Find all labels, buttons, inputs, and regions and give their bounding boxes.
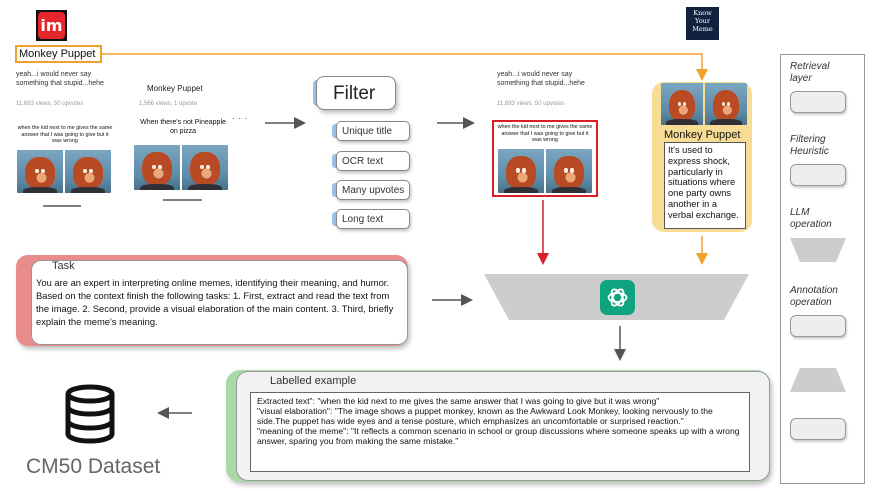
source-post2-caption: When there's not Pineapple on pizza [140, 119, 226, 135]
filter-many-upvotes: Many upvotes [332, 180, 410, 200]
monkey-puppet-image [498, 149, 592, 193]
legend-retrieval-label: Retrieval layer [790, 61, 830, 84]
selected-post-meta: 11,693 views, 50 upvotes [497, 101, 565, 107]
filter-ocr-text: OCR text [332, 151, 410, 171]
selected-post-text: yeah...i would never say something that … [497, 71, 585, 87]
chatgpt-logo-icon [600, 280, 635, 315]
monkey-puppet-image [17, 150, 111, 193]
source-post1-text: yeah...i would never say something that … [16, 71, 104, 87]
legend-llm-swatch [790, 238, 846, 262]
logo-text: im [38, 12, 65, 39]
visual-elaboration-line: "visual elaboration": "The image shows a… [257, 406, 713, 426]
labelled-example-label: Labelled example [270, 375, 357, 387]
source-site-logo: im [36, 10, 67, 41]
legend-filtering-swatch [787, 164, 846, 186]
dataset-label: CM50 Dataset [26, 455, 161, 478]
legend-annotation-example-swatch [787, 418, 846, 440]
kym-logo-line: Meme [692, 25, 713, 33]
meaning-line: "meaning of the meme": "It reflects a co… [257, 426, 740, 446]
source-post2-meta: 1,566 views, 1 upvote [139, 101, 198, 107]
filter-unique-title: Unique title [332, 121, 410, 141]
source-post-title: Monkey Puppet [15, 45, 102, 63]
task-label: Task [52, 260, 75, 272]
legend-retrieval-swatch [787, 91, 846, 113]
monkey-puppet-image [134, 145, 228, 190]
selected-meme-caption: when the kid next to me gives the same a… [497, 124, 593, 144]
task-card-body [31, 260, 408, 345]
legend-annotation-label: Annotation operation [790, 285, 838, 308]
more-posts-ellipsis: · · · [232, 113, 248, 124]
extracted-text-line: Extracted text": "when the kid next to m… [257, 396, 660, 406]
legend-annotation-task-swatch [787, 315, 846, 337]
source-post1-meta: 11,693 views, 50 upvotes [16, 101, 84, 107]
legend-llm-mini-swatch [790, 368, 846, 392]
source-post2-title: Monkey Puppet [147, 84, 203, 93]
database-icon [65, 384, 115, 444]
legend-llm-label: LLM operation [790, 207, 832, 230]
legend-panel [780, 54, 865, 484]
retrieval-connector [102, 53, 708, 81]
kym-logo-line: Know [693, 9, 712, 17]
legend-filtering-label: Filtering Heuristic [790, 134, 829, 157]
labelled-example-text: Extracted text": "when the kid next to m… [250, 392, 750, 472]
source-post1-caption: when the kid next to me gives the same a… [17, 125, 113, 145]
kym-logo-line: Your [695, 17, 710, 25]
kym-meme-title: Monkey Puppet [664, 129, 741, 141]
task-prompt-text: You are an expert in interpreting online… [36, 277, 394, 327]
kym-description: It's used to express shock, particularly… [664, 142, 746, 229]
monkey-puppet-image [661, 83, 747, 125]
filter-long-text: Long text [332, 209, 410, 229]
know-your-meme-logo: Know Your Meme [686, 7, 719, 40]
filter-title: Filter [313, 76, 396, 110]
